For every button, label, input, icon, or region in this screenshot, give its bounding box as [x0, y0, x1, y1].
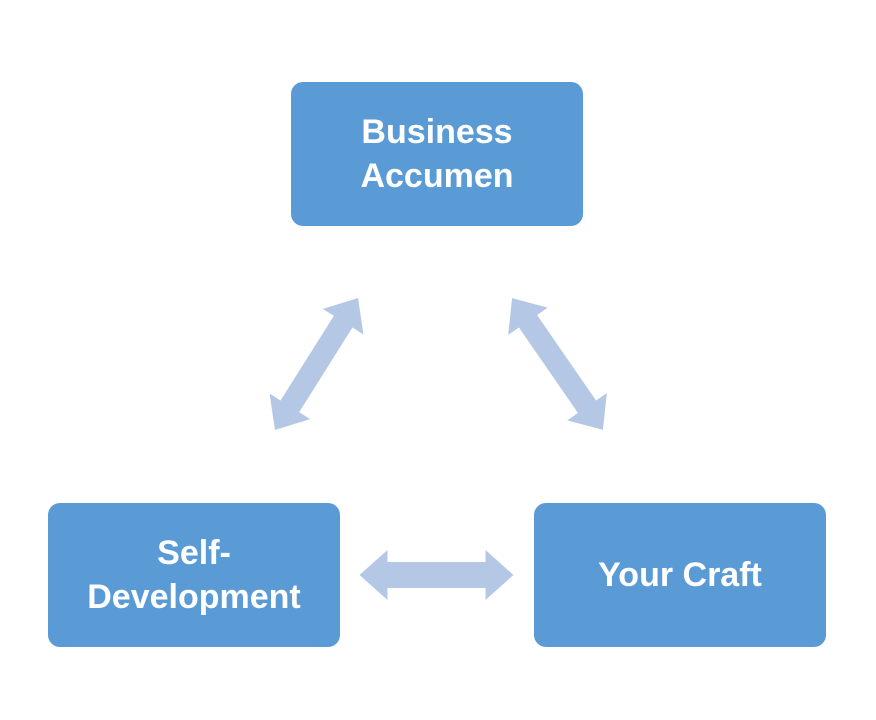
- node-business-accumen: Business Accumen: [291, 82, 583, 226]
- node-label: Business: [361, 113, 513, 151]
- arrow-self-craft: [359, 550, 514, 600]
- node-label: Self-: [157, 534, 231, 572]
- node-label: Accumen: [360, 157, 514, 195]
- node-your-craft: Your Craft: [534, 503, 826, 647]
- node-self-development: Self- Development: [48, 503, 340, 647]
- node-label: Development: [87, 578, 301, 616]
- arrow-business-craft: [508, 298, 607, 430]
- arrow-self-business: [269, 297, 364, 431]
- node-label: Your Craft: [598, 556, 762, 594]
